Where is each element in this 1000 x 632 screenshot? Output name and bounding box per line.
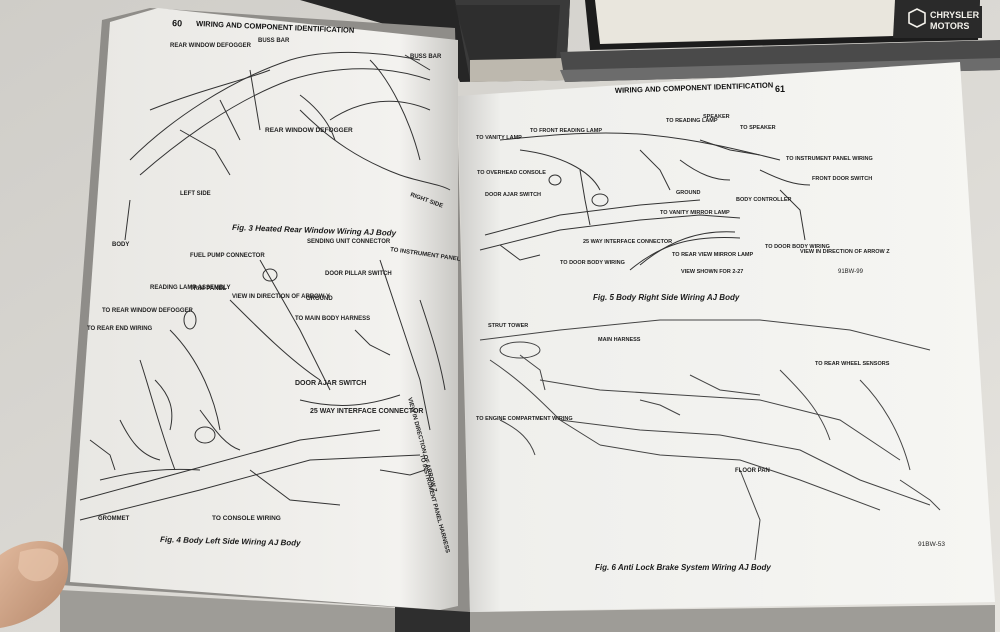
fig6-caption: Fig. 6 Anti Lock Brake System Wiring AJ …: [595, 563, 771, 572]
label-rear-window-defogger-top: REAR WINDOW DEFOGGER: [170, 43, 252, 49]
label-door-ajar-switch: DOOR AJAR SWITCH: [295, 380, 366, 387]
right-page-number: 61: [775, 84, 785, 94]
right-page: 61 WIRING AND COMPONENT IDENTIFICATION T…: [458, 62, 995, 612]
label-trim-panel: TRIM PANEL: [190, 286, 227, 292]
label-25-way-interface-connector: 25 WAY INTERFACE CONNECTOR: [310, 408, 423, 415]
fig4-drawing: [79, 259, 446, 521]
fig5-ref-number: 91BW-99: [838, 269, 864, 275]
label-door-ajar-switch-right: DOOR AJAR SWITCH: [485, 192, 541, 198]
label-to-engine-compartment-wiring: TO ENGINE COMPARTMENT WIRING: [476, 416, 573, 422]
chrysler-logo: CHRYSLER MOTORS: [900, 6, 982, 38]
label-ground: GROUND: [306, 296, 333, 302]
label-body-controller: BODY CONTROLLER: [736, 197, 792, 203]
label-floor-pan: FLOOR PAN: [735, 468, 770, 474]
label-left-side: LEFT SIDE: [180, 191, 211, 197]
label-to-main-body-harness: TO MAIN BODY HARNESS: [295, 316, 370, 322]
label-to-instrument-panel-wiring: TO INSTRUMENT PANEL WIRING: [786, 156, 873, 162]
label-to-rear-wheel-sensors: TO REAR WHEEL SENSORS: [815, 361, 890, 367]
label-to-rear-window-defogger: TO REAR WINDOW DEFOGGER: [102, 308, 194, 314]
label-to-overhead-console: TO OVERHEAD CONSOLE: [477, 170, 546, 176]
label-to-rear-end-wiring: TO REAR END WIRING: [87, 326, 153, 332]
label-view-arrow-z-right: VIEW IN DIRECTION OF ARROW Z: [800, 249, 890, 255]
label-to-console-wiring: TO CONSOLE WIRING: [212, 515, 281, 522]
label-to-front-reading-lamp: TO FRONT READING LAMP: [530, 128, 602, 134]
label-to-door-body-wiring-1: TO DOOR BODY WIRING: [765, 244, 830, 250]
label-sending-unit-connector: SENDING UNIT CONNECTOR: [307, 239, 391, 245]
thumb: [0, 540, 69, 628]
label-view-arrow-y: VIEW IN DIRECTION OF ARROW Y: [232, 294, 330, 300]
left-page: 60 WIRING AND COMPONENT IDENTIFICATION R…: [60, 8, 491, 612]
label-front-door-switch: FRONT DOOR SWITCH: [812, 176, 872, 182]
book-thickness: [60, 590, 995, 632]
label-strut-tower: STRUT TOWER: [488, 323, 528, 329]
fig5-drawing: [479, 132, 811, 271]
label-rear-window-defogger: REAR WINDOW DEFOGGER: [265, 127, 353, 134]
label-reading-lamp-assembly: READING LAMP ASSEMBLY: [150, 285, 230, 291]
brand-line-2: MOTORS: [930, 21, 969, 31]
label-speaker: SPEAKER: [703, 114, 730, 120]
label-buss-bar-2: BUSS BAR: [410, 54, 442, 60]
label-door-pillar-switch: DOOR PILLAR SWITCH: [325, 271, 392, 277]
fig5-caption: Fig. 5 Body Right Side Wiring AJ Body: [593, 293, 740, 302]
pentastar-icon: [908, 8, 926, 28]
label-body: BODY: [112, 242, 129, 248]
label-to-rear-view-mirror-lamp: TO REAR VIEW MIRROR LAMP: [672, 252, 754, 258]
fig6-ref-number: 91BW-53: [918, 541, 945, 548]
label-to-door-body-wiring-2: TO DOOR BODY WIRING: [560, 260, 625, 266]
label-grommet: GROMMET: [98, 516, 130, 522]
label-to-reading-lamp: TO READING LAMP: [666, 118, 718, 124]
fig4-caption: Fig. 4 Body Left Side Wiring AJ Body: [160, 535, 301, 548]
brand-line-1: CHRYSLER: [930, 10, 980, 20]
fig6-drawing: [479, 319, 941, 561]
label-fuel-pump-connector: FUEL PUMP CONNECTOR: [190, 253, 265, 259]
fig5-labels: TO VANITY LAMP TO FRONT READING LAMP TO …: [476, 114, 890, 275]
label-to-vanity-mirror-lamp: TO VANITY MIRROR LAMP: [660, 210, 730, 216]
label-ground-right: GROUND: [676, 190, 700, 196]
left-page-number: 60: [172, 18, 182, 28]
fig3-drawing: [124, 51, 451, 241]
label-25-way-interface-connector-right: 25 WAY INTERFACE CONNECTOR: [583, 239, 672, 245]
label-main-harness: MAIN HARNESS: [598, 337, 641, 343]
label-buss-bar-1: BUSS BAR: [258, 38, 290, 44]
label-to-vanity-lamp: TO VANITY LAMP: [476, 135, 522, 141]
label-view-shown-for: VIEW SHOWN FOR 2-27: [681, 269, 743, 275]
fig6-labels: STRUT TOWER MAIN HARNESS TO REAR WHEEL S…: [476, 323, 945, 548]
label-to-speaker: TO SPEAKER: [740, 125, 776, 131]
